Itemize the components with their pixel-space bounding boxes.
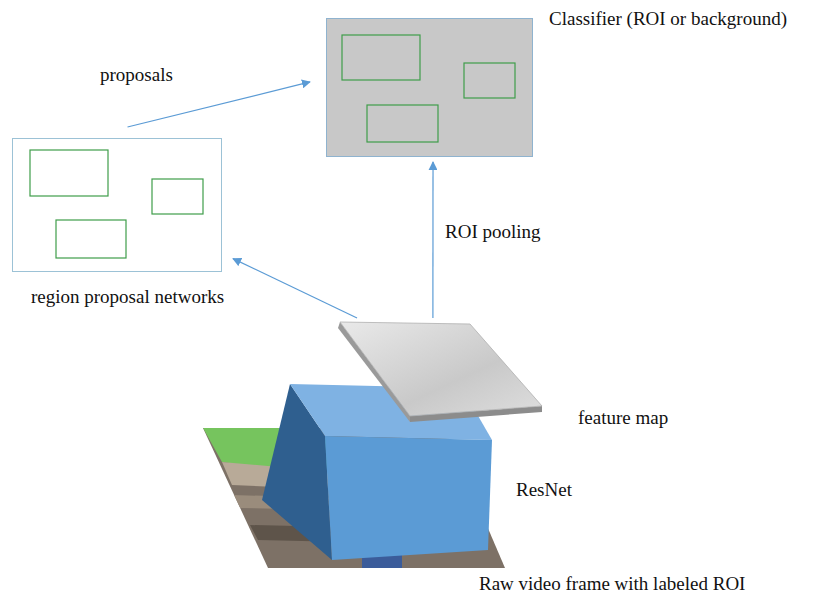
roi-box <box>342 35 420 80</box>
proposal-rect <box>152 179 203 214</box>
proposal-rect <box>56 220 126 258</box>
flow-arrow <box>432 162 433 318</box>
slab-shape <box>330 318 548 426</box>
edge-label: ROI pooling <box>445 221 541 243</box>
resnet-block-front <box>325 436 492 560</box>
video-frame <box>190 420 520 580</box>
frame-ground <box>190 420 520 580</box>
slab-top <box>340 322 542 416</box>
input-caption: Raw video frame with labeled ROI <box>479 573 745 595</box>
box-heading: region proposal networks <box>31 286 224 308</box>
flow-arrow <box>233 259 357 318</box>
roi-box <box>367 105 438 142</box>
proposal-rect <box>30 150 108 196</box>
flow-arrow <box>128 82 311 127</box>
classifier-box: Classifier (ROI or background) <box>326 18 533 157</box>
box-heading: Classifier (ROI or background) <box>549 8 787 30</box>
roi-box <box>464 63 515 98</box>
edge-label: proposals <box>100 64 173 86</box>
feature-map-slab: feature map <box>330 318 548 426</box>
part-label: feature map <box>578 407 668 429</box>
proposal-box: region proposal networks <box>12 138 222 272</box>
network-label: ResNet <box>516 479 572 501</box>
